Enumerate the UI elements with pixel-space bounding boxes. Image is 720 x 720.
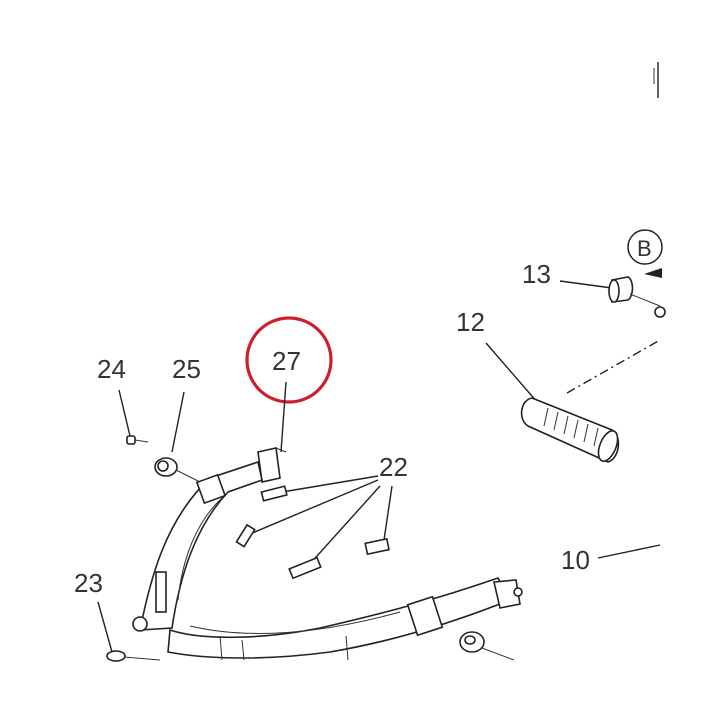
edge-fragment-top-right <box>653 62 659 98</box>
part-23-bolt[interactable] <box>106 650 161 662</box>
reference-b-marker[interactable]: B <box>627 229 663 278</box>
part-12-grip[interactable] <box>520 397 622 464</box>
callout-13[interactable]: 13 <box>522 259 551 289</box>
callout-25[interactable]: 25 <box>172 354 201 384</box>
callout-22[interactable]: 22 <box>379 452 408 482</box>
part-24-screw[interactable] <box>126 435 149 445</box>
part-13-bushing[interactable] <box>608 276 661 307</box>
highlight-circle-27[interactable] <box>245 316 333 404</box>
callout-23[interactable]: 23 <box>74 568 103 598</box>
lower-grommet <box>459 631 515 661</box>
callout-12[interactable]: 12 <box>456 307 485 337</box>
right-edge-fragments <box>654 306 666 318</box>
leader-lines <box>97 280 661 653</box>
part-25-grommet[interactable] <box>154 457 201 483</box>
callout-10[interactable]: 10 <box>561 545 590 575</box>
reference-b-label: B <box>637 236 652 261</box>
part-27-bracket[interactable] <box>257 447 287 483</box>
main-frame-assembly[interactable] <box>132 460 523 661</box>
part-22-pads[interactable] <box>235 485 390 580</box>
callout-27[interactable]: 27 <box>272 346 301 376</box>
callout-24[interactable]: 24 <box>97 354 126 384</box>
